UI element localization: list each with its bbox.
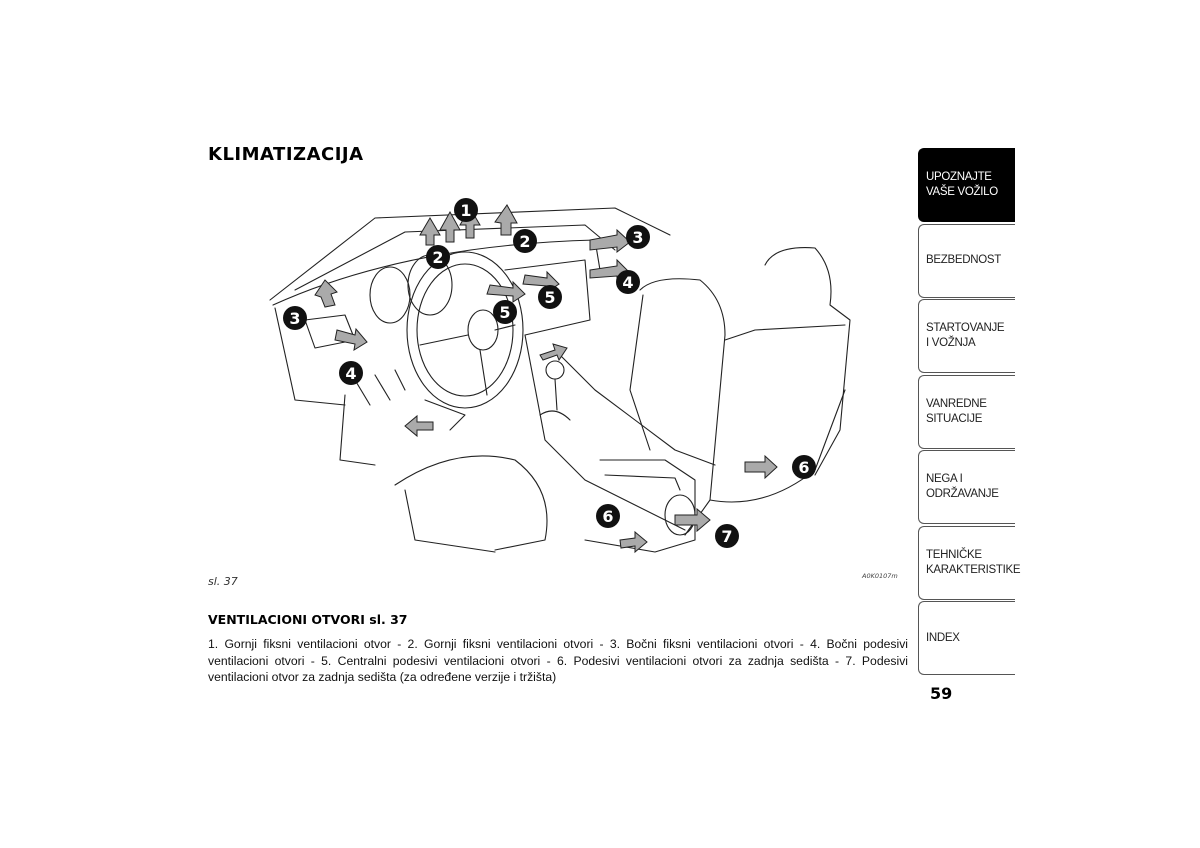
callout-1: 1 bbox=[454, 198, 478, 222]
tab-tehnicke[interactable]: TEHNIČKE KARAKTERISTIKE bbox=[918, 525, 1021, 600]
subheading: VENTILACIONI OTVORI sl. 37 bbox=[208, 612, 408, 627]
svg-text:7: 7 bbox=[721, 527, 732, 546]
callout-6a: 6 bbox=[792, 455, 816, 479]
callout-4b: 4 bbox=[339, 361, 363, 385]
tab-label: STARTOVANJE I VOŽNJA bbox=[926, 322, 1005, 349]
svg-text:1: 1 bbox=[460, 201, 471, 220]
svg-text:3: 3 bbox=[632, 228, 643, 247]
tab-nega[interactable]: NEGA I ODRŽAVANJE bbox=[918, 450, 1015, 524]
tab-vanredne[interactable]: VANREDNE SITUACIJE bbox=[918, 374, 1015, 449]
callout-6b: 6 bbox=[596, 504, 620, 528]
tab-label: TEHNIČKE KARAKTERISTIKE bbox=[926, 548, 1021, 576]
page-number: 59 bbox=[930, 684, 953, 703]
svg-text:2: 2 bbox=[519, 232, 530, 251]
callout-7: 7 bbox=[715, 524, 739, 548]
svg-text:2: 2 bbox=[432, 248, 443, 267]
tab-label: INDEX bbox=[926, 631, 960, 644]
tab-label: BEZBEDNOST bbox=[926, 254, 1001, 266]
callout-3b: 3 bbox=[283, 306, 307, 330]
tab-startovanje[interactable]: STARTOVANJE I VOŽNJA bbox=[918, 299, 1015, 373]
svg-text:4: 4 bbox=[345, 364, 356, 383]
callout-2b: 2 bbox=[426, 245, 450, 269]
ventilation-figure: 1 2 2 3 3 4 4 5 5 6 6 7 bbox=[269, 198, 851, 554]
figure-caption: sl. 37 bbox=[208, 575, 238, 588]
svg-text:6: 6 bbox=[798, 458, 809, 477]
callout-3a: 3 bbox=[626, 225, 650, 249]
section-title: KLIMATIZACIJA bbox=[208, 144, 364, 165]
callout-2a: 2 bbox=[513, 229, 537, 253]
tab-index[interactable]: INDEX bbox=[918, 601, 1015, 675]
tab-upoznajte[interactable]: UPOZNAJTE VAŠE VOŽILO bbox=[918, 148, 1015, 222]
svg-text:6: 6 bbox=[602, 507, 613, 526]
svg-text:5: 5 bbox=[544, 288, 555, 307]
tab-bezbednost[interactable]: BEZBEDNOST bbox=[918, 223, 1015, 298]
body-paragraph: 1. Gornji fiksni ventilacioni otvor - 2.… bbox=[208, 637, 908, 684]
tab-label: UPOZNAJTE VAŠE VOŽILO bbox=[926, 171, 998, 198]
tab-label: NEGA I ODRŽAVANJE bbox=[926, 473, 999, 500]
svg-text:4: 4 bbox=[622, 273, 633, 292]
image-code: A0K0107m bbox=[862, 572, 898, 580]
callout-5a: 5 bbox=[538, 285, 562, 309]
airflow-arrows bbox=[314, 204, 778, 554]
svg-text:3: 3 bbox=[289, 309, 300, 328]
callout-4a: 4 bbox=[616, 270, 640, 294]
callout-5b: 5 bbox=[493, 300, 517, 324]
svg-text:5: 5 bbox=[499, 303, 510, 322]
tab-label: VANREDNE SITUACIJE bbox=[926, 397, 987, 425]
chapter-tabs: UPOZNAJTE VAŠE VOŽILO BEZBEDNOST STARTOV… bbox=[918, 148, 1021, 677]
